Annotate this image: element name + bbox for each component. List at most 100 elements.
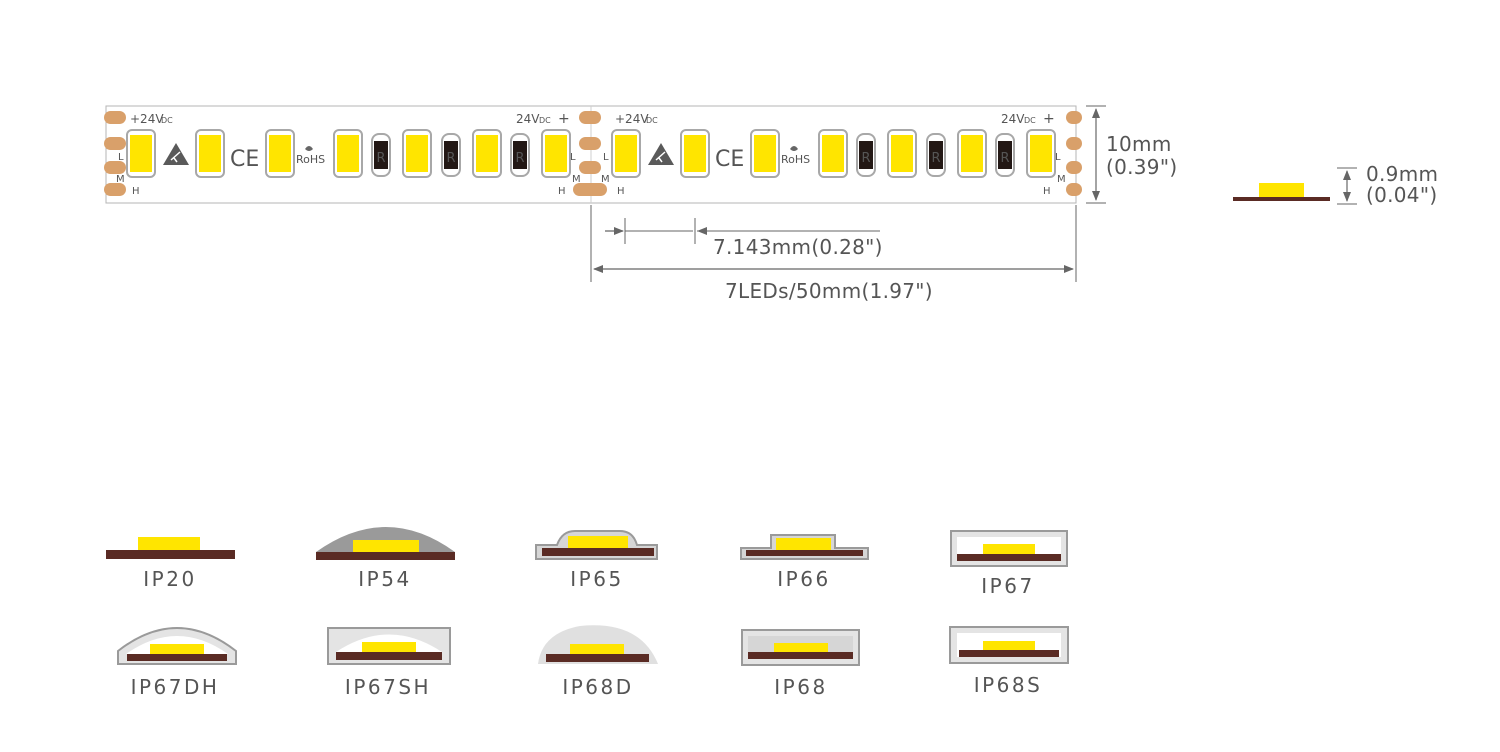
voltage-suffix-left: DC xyxy=(646,116,658,125)
pcb-side xyxy=(1233,197,1330,201)
pitch-label: 7.143mm(0.28") xyxy=(713,235,883,259)
resistor-label: R xyxy=(446,151,455,166)
voltage-label-left: +24V xyxy=(130,112,164,126)
resistor-label: R xyxy=(861,151,870,166)
led-chip xyxy=(891,135,913,172)
resistor-label: R xyxy=(515,151,524,166)
ce-mark: CE xyxy=(230,147,259,172)
solder-pad xyxy=(1066,183,1082,196)
led-chip xyxy=(337,135,359,172)
solder-pad xyxy=(579,161,601,174)
resistor xyxy=(444,141,458,169)
cut-label-m: M xyxy=(601,174,610,185)
cut-label-h: H xyxy=(617,186,625,197)
width-in-text: (0.39") xyxy=(1106,155,1177,179)
ip-label-7: IP68D xyxy=(562,675,633,699)
led-chip xyxy=(615,135,637,172)
cut-label-h-right: H xyxy=(558,186,566,197)
solder-pad xyxy=(104,183,126,196)
resistor xyxy=(929,141,943,169)
esd-warning-icon xyxy=(648,143,674,165)
ip-label-9: IP68S xyxy=(974,673,1043,697)
led-chip xyxy=(406,135,428,172)
cut-label-m-right: M xyxy=(1057,174,1066,185)
voltage-label-right: 24V xyxy=(1001,112,1025,126)
led-chip xyxy=(199,135,221,172)
resistor-label: R xyxy=(1000,151,1009,166)
led-chip xyxy=(684,135,706,172)
ip20-profile: IP20 xyxy=(106,537,235,591)
solder-pad xyxy=(104,137,126,150)
voltage-label-left: +24V xyxy=(615,112,649,126)
solder-pad xyxy=(579,111,601,124)
resistor xyxy=(513,141,527,169)
cut-label-m-right: M xyxy=(572,174,581,185)
voltage-suffix-right: DC xyxy=(1024,116,1036,125)
thickness-in-text: (0.04") xyxy=(1366,183,1437,207)
segment-label: 7LEDs/50mm(1.97") xyxy=(725,279,933,303)
cut-label-h-right: H xyxy=(1043,186,1051,197)
cut-label-l: L xyxy=(118,152,124,163)
led-chip xyxy=(1030,135,1052,172)
width-mm-text: 10mm xyxy=(1106,132,1172,156)
voltage-suffix-right: DC xyxy=(539,116,551,125)
ip67sh-profile: IP67SH xyxy=(327,627,451,699)
led-chip xyxy=(754,135,776,172)
thickness-mm-text: 0.9mm xyxy=(1366,162,1438,186)
ip65-profile: IP65 xyxy=(535,530,658,591)
ip-label-1: IP54 xyxy=(358,567,411,591)
esd-hand-icon xyxy=(170,151,181,163)
solder-pad xyxy=(1066,161,1082,174)
led-chip xyxy=(961,135,983,172)
ip-label-3: IP66 xyxy=(777,567,830,591)
plus-sign-right: + xyxy=(558,111,570,127)
led-chip xyxy=(130,135,152,172)
led-chip xyxy=(269,135,291,172)
cut-label-h: H xyxy=(132,186,140,197)
ce-mark: CE xyxy=(715,147,744,172)
cut-label-l-right: L xyxy=(1055,152,1061,163)
led-side xyxy=(1259,183,1304,197)
plus-sign-right: + xyxy=(1043,111,1055,127)
rohs-mark: RoHS xyxy=(296,153,325,166)
ip-label-6: IP67SH xyxy=(345,675,431,699)
resistor xyxy=(998,141,1012,169)
cut-label-l-right: L xyxy=(570,152,576,163)
ip54-profile: IP54 xyxy=(316,527,455,591)
solder-pad xyxy=(573,183,607,196)
rohs-leaf-icon xyxy=(790,146,798,151)
resistor xyxy=(374,141,388,169)
ip68d-profile: IP68D xyxy=(538,625,658,699)
led-chip xyxy=(545,135,567,172)
ip67dh-profile: IP67DH xyxy=(117,627,237,699)
ip68s-profile: IP68S xyxy=(949,626,1069,697)
resistor-label: R xyxy=(931,151,940,166)
esd-warning-icon xyxy=(163,143,189,165)
solder-pad xyxy=(579,137,601,150)
ip66-profile: IP66 xyxy=(740,534,869,591)
ip-label-0: IP20 xyxy=(143,567,196,591)
resistor-label: R xyxy=(376,151,385,166)
pitch-dimension: 7.143mm(0.28") xyxy=(605,218,883,259)
ip-label-8: IP68 xyxy=(774,675,827,699)
solder-pad xyxy=(104,111,126,124)
voltage-suffix-left: DC xyxy=(161,116,173,125)
voltage-label-right: 24V xyxy=(516,112,540,126)
ip-label-2: IP65 xyxy=(570,567,623,591)
cut-label-m: M xyxy=(116,174,125,185)
cut-label-l: L xyxy=(603,152,609,163)
ip-ratings: IP20 IP54 IP65 IP66 IP67 xyxy=(106,527,1069,699)
resistor xyxy=(859,141,873,169)
strip-side-profile: 0.9mm (0.04") xyxy=(1233,162,1438,207)
rohs-mark: RoHS xyxy=(781,153,810,166)
rohs-leaf-icon xyxy=(305,146,313,151)
solder-pad xyxy=(1066,137,1082,150)
led-chip xyxy=(822,135,844,172)
ip68-profile: IP68 xyxy=(741,629,860,699)
esd-hand-icon xyxy=(655,151,666,163)
ip67-profile: IP67 xyxy=(950,530,1068,598)
width-dimension: 10mm (0.39") xyxy=(1086,105,1177,204)
solder-pad xyxy=(1066,111,1082,124)
